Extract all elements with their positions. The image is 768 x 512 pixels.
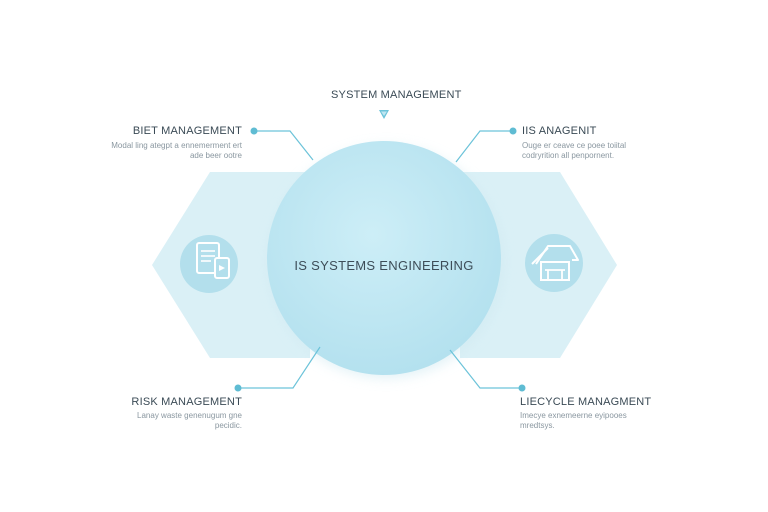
connector-top-right xyxy=(455,130,512,163)
document-icon xyxy=(180,235,238,293)
node-top-left-title: BIET MANAGEMENT xyxy=(132,125,242,137)
dot-bottom-left xyxy=(234,384,242,392)
center-title: IS SYSTEMS ENGINEERING xyxy=(294,258,474,273)
center-circle xyxy=(267,141,501,375)
node-top-left-desc-1: Modal ling ategpt a ennemerment ert xyxy=(111,141,242,150)
connector-bottom-left xyxy=(240,346,321,389)
node-top-left-desc-2: ade beer ootre xyxy=(189,151,242,160)
top-label: SYSTEM MANAGEMENT xyxy=(331,89,462,101)
dot-top-right xyxy=(509,127,517,135)
node-bottom-right-desc-2: mredtsys. xyxy=(520,421,555,430)
dot-bottom-right xyxy=(518,384,526,392)
house-roof-icon xyxy=(525,234,583,292)
connector-top-left xyxy=(257,130,314,161)
node-bottom-right-title: LIECYCLE MANAGMENT xyxy=(520,396,652,408)
connector-bottom-right xyxy=(449,349,521,389)
node-top-right-title: IIS ANAGENIT xyxy=(522,125,597,137)
node-bottom-left-title: RISK MANAGEMENT xyxy=(131,396,242,408)
node-top-right-desc-1: Ouge er ceave ce poee toiital xyxy=(522,141,627,150)
dot-top-left xyxy=(250,127,258,135)
node-bottom-left-desc-2: pecidic. xyxy=(214,421,242,430)
node-top-right-desc-2: codryrition all penpornent. xyxy=(522,151,615,160)
node-bottom-right-desc-1: Imecye exnemeerne eyipooes xyxy=(520,411,627,420)
diamond-marker-icon xyxy=(379,110,389,119)
node-bottom-left-desc-1: Lanay waste genenugum gne xyxy=(137,411,242,420)
